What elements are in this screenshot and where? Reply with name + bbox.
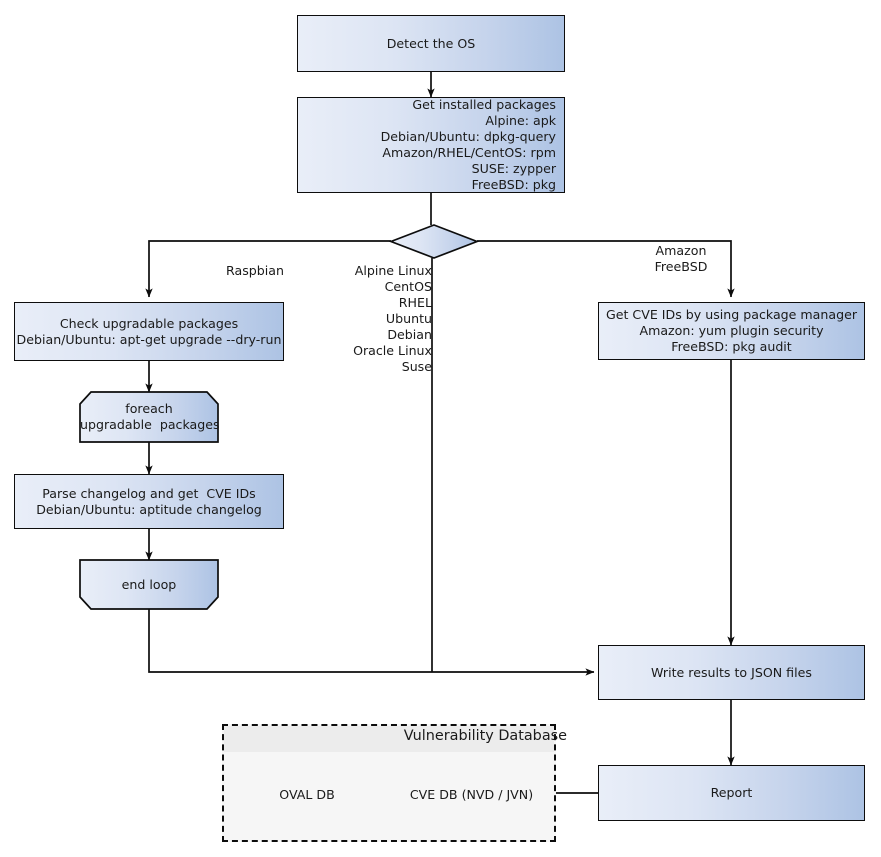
node-check-upgradable[interactable]: Check upgradable packages Debian/Ubuntu:… [14, 302, 284, 361]
node-detect-os[interactable]: Detect the OS [297, 15, 565, 72]
node-check-upgradable-label: Check upgradable packages Debian/Ubuntu:… [16, 315, 282, 347]
node-write-results-label: Write results to JSON files [651, 664, 812, 680]
node-end-loop-label: end loop [121, 576, 177, 592]
node-parse-changelog-label: Parse changelog and get CVE IDs Debian/U… [36, 485, 262, 517]
oval-db-label: OVAL DB [279, 787, 335, 802]
cve-db-label: CVE DB (NVD / JVN) [409, 787, 534, 802]
node-get-installed-packages-label: Get installed packages Alpine: apk Debia… [380, 97, 556, 192]
node-get-installed-packages[interactable]: Get installed packages Alpine: apk Debia… [297, 97, 565, 193]
node-foreach-label: foreach upgradable packages [80, 401, 220, 432]
edge-label-middle-os-list: Alpine Linux CentOS RHEL Ubuntu Debian O… [353, 263, 432, 374]
node-report-label: Report [710, 785, 753, 800]
node-get-cve-package-manager-label: Get CVE IDs by using package manager Ama… [605, 307, 858, 354]
node-parse-changelog[interactable]: Parse changelog and get CVE IDs Debian/U… [14, 474, 284, 529]
edge-endloop-to-write [148, 609, 595, 676]
edge-label-right-os-list: Amazon FreeBSD [654, 243, 708, 274]
edge-decision-right [477, 240, 735, 298]
edge-label-raspbian: Raspbian [226, 263, 284, 278]
decision-diamond [388, 224, 480, 259]
node-end-loop[interactable]: end loop [80, 560, 218, 609]
edge-decision-left [145, 240, 391, 298]
node-get-cve-package-manager[interactable]: Get CVE IDs by using package manager Ama… [598, 302, 865, 360]
node-detect-os-label: Detect the OS [386, 35, 476, 51]
node-report[interactable]: Report [598, 765, 865, 821]
endloop-shape [79, 559, 219, 610]
foreach-shape [79, 391, 219, 443]
node-foreach[interactable]: foreach upgradable packages [80, 392, 220, 442]
vulnerability-database-title: Vulnerability Database [403, 728, 567, 744]
vulnerability-database-container [222, 724, 556, 842]
node-write-results[interactable]: Write results to JSON files [598, 645, 865, 700]
vulnerability-database-header [224, 726, 554, 752]
